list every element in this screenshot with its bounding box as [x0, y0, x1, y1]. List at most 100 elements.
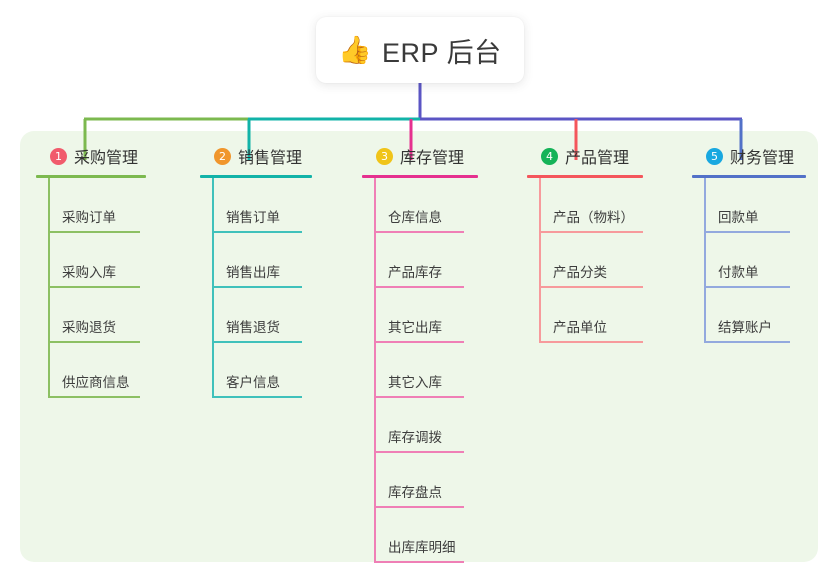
- column-spine: [539, 178, 541, 343]
- column-header-2[interactable]: 2 销售管理: [200, 145, 312, 167]
- leaf-item-rule: [704, 231, 790, 233]
- leaf-item-rule: [539, 231, 643, 233]
- column-title: 采购管理: [74, 150, 139, 167]
- leaf-item-label: 出库库明细: [388, 540, 456, 555]
- leaf-item[interactable]: 仓库信息: [362, 178, 478, 233]
- diagram-panel: [20, 131, 818, 562]
- column-badge-icon: 2: [214, 147, 231, 165]
- column-header-rule: [200, 175, 312, 178]
- column-4: 4 产品管理产品（物料） 产品分类产品单位: [527, 145, 643, 343]
- leaf-item-rule: [374, 231, 464, 233]
- leaf-item-rule: [212, 286, 302, 288]
- leaf-item-rule: [48, 286, 140, 288]
- leaf-item[interactable]: 产品（物料）: [527, 178, 643, 233]
- leaf-item-rule: [704, 341, 790, 343]
- leaf-item-label: 回款单: [718, 210, 759, 225]
- leaf-item[interactable]: 销售订单: [200, 178, 312, 233]
- leaf-item[interactable]: 销售退货: [200, 288, 312, 343]
- column-header-3[interactable]: 3 库存管理: [362, 145, 478, 167]
- leaf-item-rule: [212, 231, 302, 233]
- leaf-item-label: 其它入库: [388, 375, 442, 390]
- column-header-rule: [527, 175, 643, 178]
- leaf-item-rule: [212, 341, 302, 343]
- column-header-rule: [692, 175, 806, 178]
- leaf-item-label: 产品库存: [388, 265, 442, 280]
- leaf-item-rule: [539, 286, 643, 288]
- leaf-item-label: 其它出库: [388, 320, 442, 335]
- column-title: 库存管理: [400, 150, 465, 167]
- leaf-item-rule: [48, 396, 140, 398]
- leaf-item[interactable]: 结算账户: [692, 288, 806, 343]
- leaf-item-rule: [374, 396, 464, 398]
- column-items: 销售订单销售出库销售退货客户信息: [200, 178, 312, 398]
- leaf-item-label: 付款单: [718, 265, 759, 280]
- leaf-item[interactable]: 供应商信息: [36, 343, 146, 398]
- column-badge-icon: 1: [50, 147, 67, 165]
- column-spine: [374, 178, 376, 563]
- leaf-item-label: 销售出库: [226, 265, 280, 280]
- leaf-item-label: 采购订单: [62, 210, 116, 225]
- leaf-item[interactable]: 出库库明细: [362, 508, 478, 563]
- column-header-1[interactable]: 1 采购管理: [36, 145, 146, 167]
- leaf-item-label: 产品分类: [553, 265, 607, 280]
- leaf-item-label: 库存调拨: [388, 430, 442, 445]
- leaf-item-label: 产品（物料）: [553, 210, 634, 225]
- column-items: 回款单付款单结算账户: [692, 178, 806, 343]
- leaf-item[interactable]: 产品单位: [527, 288, 643, 343]
- leaf-item-rule: [374, 341, 464, 343]
- thumbs-up-icon: 👍: [338, 34, 373, 65]
- column-header-5[interactable]: 5 财务管理: [692, 145, 806, 167]
- column-title: 销售管理: [238, 150, 303, 167]
- column-1: 1 采购管理采购订单采购入库采购退货供应商信息: [36, 145, 146, 398]
- leaf-item[interactable]: 客户信息: [200, 343, 312, 398]
- leaf-item-rule: [374, 451, 464, 453]
- leaf-item-rule: [374, 506, 464, 508]
- root-node-card[interactable]: 👍 ERP 后台: [316, 17, 524, 83]
- leaf-item[interactable]: 产品分类: [527, 233, 643, 288]
- column-2: 2 销售管理销售订单销售出库销售退货客户信息: [200, 145, 312, 398]
- column-badge-icon: 5: [706, 147, 723, 165]
- leaf-item-rule: [48, 341, 140, 343]
- column-title: 产品管理: [565, 150, 630, 167]
- leaf-item[interactable]: 付款单: [692, 233, 806, 288]
- leaf-item[interactable]: 库存调拨: [362, 398, 478, 453]
- root-node-title: ERP 后台: [382, 37, 502, 68]
- column-header-rule: [36, 175, 146, 178]
- leaf-item-label: 仓库信息: [388, 210, 442, 225]
- leaf-item[interactable]: 库存盘点: [362, 453, 478, 508]
- leaf-item[interactable]: 回款单: [692, 178, 806, 233]
- leaf-item-label: 销售退货: [226, 320, 280, 335]
- column-spine: [212, 178, 214, 398]
- leaf-item[interactable]: 其它出库: [362, 288, 478, 343]
- leaf-item-label: 客户信息: [226, 375, 280, 390]
- leaf-item-label: 销售订单: [226, 210, 280, 225]
- column-items: 采购订单采购入库采购退货供应商信息: [36, 178, 146, 398]
- column-badge-icon: 4: [541, 147, 558, 165]
- leaf-item-label: 采购入库: [62, 265, 116, 280]
- leaf-item-rule: [539, 341, 643, 343]
- leaf-item[interactable]: 产品库存: [362, 233, 478, 288]
- column-spine: [48, 178, 50, 398]
- column-items: 仓库信息产品库存其它出库其它入库库存调拨库存盘点出库库明细: [362, 178, 478, 563]
- leaf-item[interactable]: 销售出库: [200, 233, 312, 288]
- column-spine: [704, 178, 706, 343]
- leaf-item-label: 库存盘点: [388, 485, 442, 500]
- leaf-item[interactable]: 采购入库: [36, 233, 146, 288]
- column-3: 3 库存管理仓库信息产品库存其它出库其它入库库存调拨库存盘点出库库明细: [362, 145, 478, 563]
- leaf-item-label: 供应商信息: [62, 375, 130, 390]
- leaf-item[interactable]: 其它入库: [362, 343, 478, 398]
- leaf-item-rule: [704, 286, 790, 288]
- leaf-item[interactable]: 采购退货: [36, 288, 146, 343]
- leaf-item-rule: [374, 286, 464, 288]
- column-header-4[interactable]: 4 产品管理: [527, 145, 643, 167]
- leaf-item-rule: [374, 561, 464, 563]
- leaf-item-label: 结算账户: [718, 320, 772, 335]
- column-5: 5 财务管理回款单付款单结算账户: [692, 145, 806, 343]
- leaf-item-rule: [212, 396, 302, 398]
- column-header-rule: [362, 175, 478, 178]
- leaf-item[interactable]: 采购订单: [36, 178, 146, 233]
- column-badge-icon: 3: [376, 147, 393, 165]
- leaf-item-rule: [48, 231, 140, 233]
- column-title: 财务管理: [730, 150, 795, 167]
- column-items: 产品（物料） 产品分类产品单位: [527, 178, 643, 343]
